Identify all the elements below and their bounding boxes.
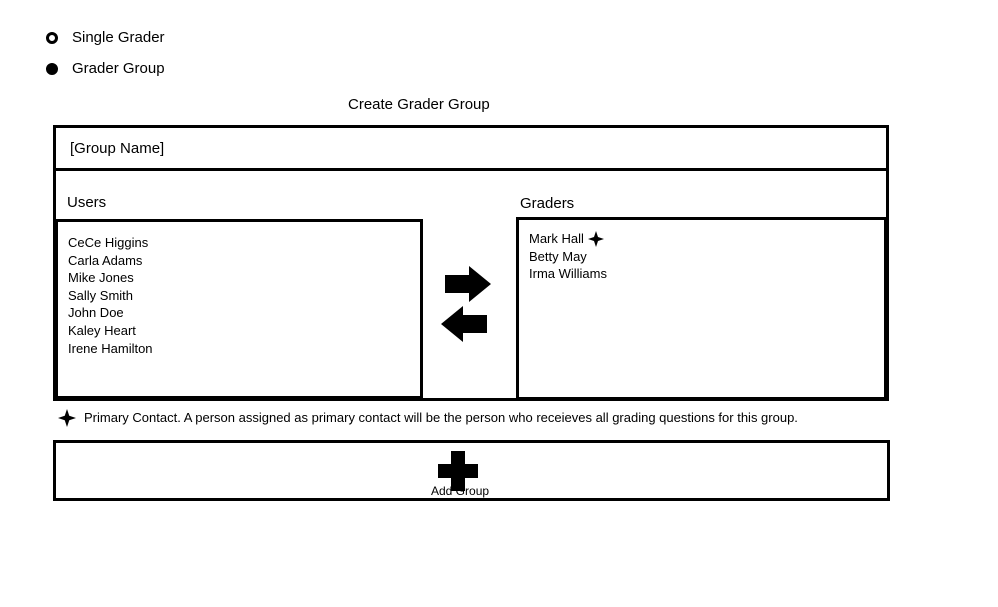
graders-label: Graders — [520, 195, 575, 212]
radio-grader-group[interactable]: Grader Group — [46, 60, 165, 78]
add-group-button[interactable] — [53, 440, 890, 501]
radio-single-grader[interactable]: Single Grader — [46, 29, 165, 47]
user-item[interactable]: John Doe — [68, 305, 124, 321]
group-name-divider — [53, 168, 889, 171]
create-grader-group-title: Create Grader Group — [348, 96, 490, 113]
plus-icon[interactable] — [438, 451, 478, 491]
users-list-box[interactable]: CeCe Higgins Carla Adams Mike Jones Sall… — [55, 219, 423, 399]
radio-selected-icon[interactable] — [46, 63, 58, 75]
primary-contact-legend-text: Primary Contact. A person assigned as pr… — [84, 410, 798, 425]
graders-list-box[interactable]: Mark Hall Betty May Irma Williams — [516, 217, 887, 400]
group-name-input[interactable]: [Group Name] — [70, 140, 165, 157]
arrow-right-icon — [445, 266, 491, 302]
user-item[interactable]: Irene Hamilton — [68, 340, 153, 356]
user-item[interactable]: Kaley Heart — [68, 322, 136, 338]
radio-single-grader-label: Single Grader — [72, 29, 165, 46]
graders-list: Mark Hall Betty May Irma Williams — [529, 230, 607, 283]
grader-item[interactable]: Betty May — [529, 248, 587, 264]
user-item[interactable]: Sally Smith — [68, 287, 134, 303]
add-group-label: Add Group — [431, 484, 490, 498]
grader-item-label: Mark Hall — [529, 231, 584, 246]
grader-item[interactable]: Irma Williams — [529, 266, 607, 282]
user-item[interactable]: Carla Adams — [68, 252, 143, 268]
four-point-star-icon — [587, 230, 604, 247]
radio-grader-group-label: Grader Group — [72, 60, 165, 77]
user-item[interactable]: Mike Jones — [68, 270, 134, 286]
primary-contact-legend: Primary Contact. A person assigned as pr… — [58, 409, 798, 427]
move-left-button[interactable] — [441, 306, 487, 347]
move-right-button[interactable] — [445, 266, 491, 307]
grader-item-primary[interactable]: Mark Hall — [529, 230, 607, 248]
users-label: Users — [67, 194, 107, 211]
user-item[interactable]: CeCe Higgins — [68, 235, 149, 250]
grader-group-form — [53, 125, 889, 401]
users-list: CeCe Higgins Carla Adams Mike Jones Sall… — [68, 234, 153, 357]
arrow-left-icon — [441, 306, 487, 342]
radio-unselected-icon[interactable] — [46, 32, 58, 44]
four-point-star-icon — [58, 409, 76, 427]
